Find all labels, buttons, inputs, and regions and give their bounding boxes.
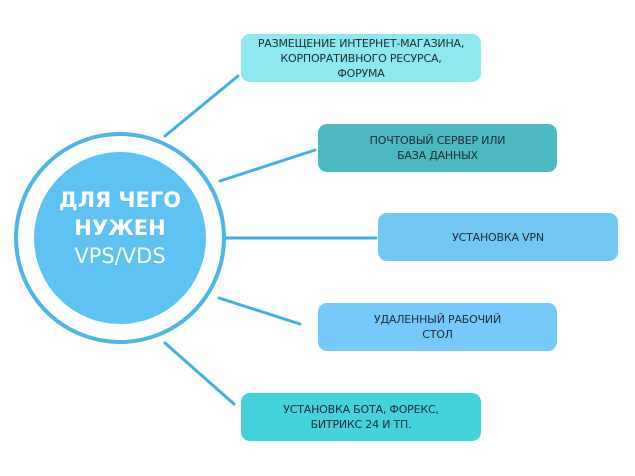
center-circle (34, 152, 206, 324)
center-title-line-1: ДЛЯ ЧЕГО (58, 188, 182, 212)
use-case-label: УСТАНОВКА БОТА, ФОРЕКС, БИТРИКС 24 И ТП. (283, 403, 439, 431)
connector-line-1 (163, 74, 240, 138)
use-case-mail-db-box: ПОЧТОВЫЙ СЕРВЕР ИЛИ БАЗА ДАННЫХ (318, 124, 557, 172)
center-title-line-2: НУЖЕН (74, 216, 166, 240)
use-case-label: ПОЧТОВЫЙ СЕРВЕР ИЛИ БАЗА ДАННЫХ (369, 134, 506, 162)
use-case-label: УСТАНОВКА VPN (452, 230, 544, 244)
use-case-bots-box: УСТАНОВКА БОТА, ФОРЕКС, БИТРИКС 24 И ТП. (241, 393, 481, 441)
center-title: ДЛЯ ЧЕГО НУЖЕН VPS/VDS (35, 186, 205, 270)
use-case-hosting-box: РАЗМЕЩЕНИЕ ИНТЕРНЕТ-МАГАЗИНА, КОРПОРАТИВ… (241, 34, 481, 82)
use-case-label: РАЗМЕЩЕНИЕ ИНТЕРНЕТ-МАГАЗИНА, КОРПОРАТИВ… (257, 36, 465, 80)
center-title-line-3: VPS/VDS (74, 244, 166, 268)
use-case-label: УДАЛЕННЫЙ РАБОЧИЙ СТОЛ (374, 313, 501, 341)
connector-line-5 (163, 341, 236, 406)
use-case-vpn-box: УСТАНОВКА VPN (378, 213, 618, 261)
use-case-remote-desktop-box: УДАЛЕННЫЙ РАБОЧИЙ СТОЛ (318, 303, 557, 351)
connector-line-2 (218, 148, 317, 183)
connector-line-4 (217, 296, 302, 326)
